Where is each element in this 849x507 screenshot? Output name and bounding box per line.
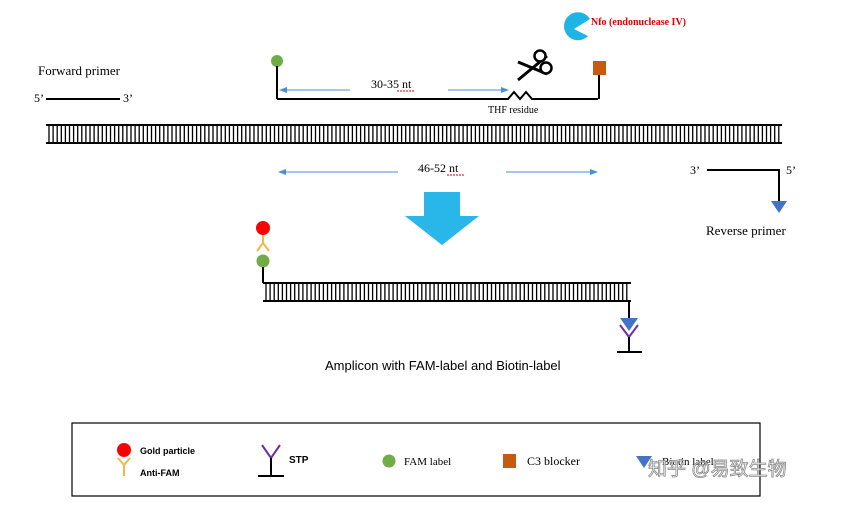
amplicon-biotin-icon [620,318,638,331]
forward-primer-3-end: 3’ [123,91,133,105]
amplicon-gold-particle-icon [256,221,270,235]
amplicon-caption: Amplicon with FAM-label and Biotin-label [325,358,561,373]
reverse-primer-5-end: 5’ [786,163,796,177]
nfo-label: Nfo (endonuclease IV) [591,17,686,28]
forward-primer-label: Forward primer [38,63,121,78]
legend-c3-blocker-icon [503,454,516,468]
scissors-icon [517,49,553,82]
legend-biotin-icon [636,456,652,468]
legend-stp-label: STP [289,455,309,466]
legend-anti-fam-icon [117,457,131,476]
nfo-enzyme-icon [563,12,590,41]
thf-residue-label: THF residue [488,105,539,116]
process-down-arrow [405,192,479,245]
legend-gold-particle-label: Gold particle [140,446,195,456]
legend-c3-blocker-label: C3 blocker [527,454,580,468]
amplicon-length-label: 46-52 nt [418,161,459,175]
legend-biotin-label: Biotin label [662,456,714,468]
amplicon-anti-fam-icon [256,235,270,252]
forward-primer-5-end: 5’ [34,91,44,105]
amplicon-stp-icon [617,324,642,353]
watermark: 知乎 @易致生物 [648,458,787,480]
legend-anti-fam-label: Anti-FAM [140,468,180,478]
probe-fam-label-icon [271,55,283,67]
target-dsdna [46,124,782,144]
probe-strand [277,90,598,101]
legend-box [71,422,761,497]
probe-length-label: 30-35 nt [371,77,412,91]
reverse-primer-label: Reverse primer [706,223,786,238]
legend-fam-label-icon [382,454,396,468]
legend-fam-label-text: FAM label [404,456,451,468]
legend-gold-particle-icon [117,443,131,457]
amplicon-dsdna [263,282,631,302]
reverse-primer-strand [707,169,780,202]
reverse-primer-biotin-icon [771,201,787,213]
reverse-primer-3-end: 3’ [690,163,700,177]
legend-stp-icon [258,444,284,477]
amplicon-fam-label-icon [256,254,270,268]
probe-c3-blocker-icon [593,61,606,75]
